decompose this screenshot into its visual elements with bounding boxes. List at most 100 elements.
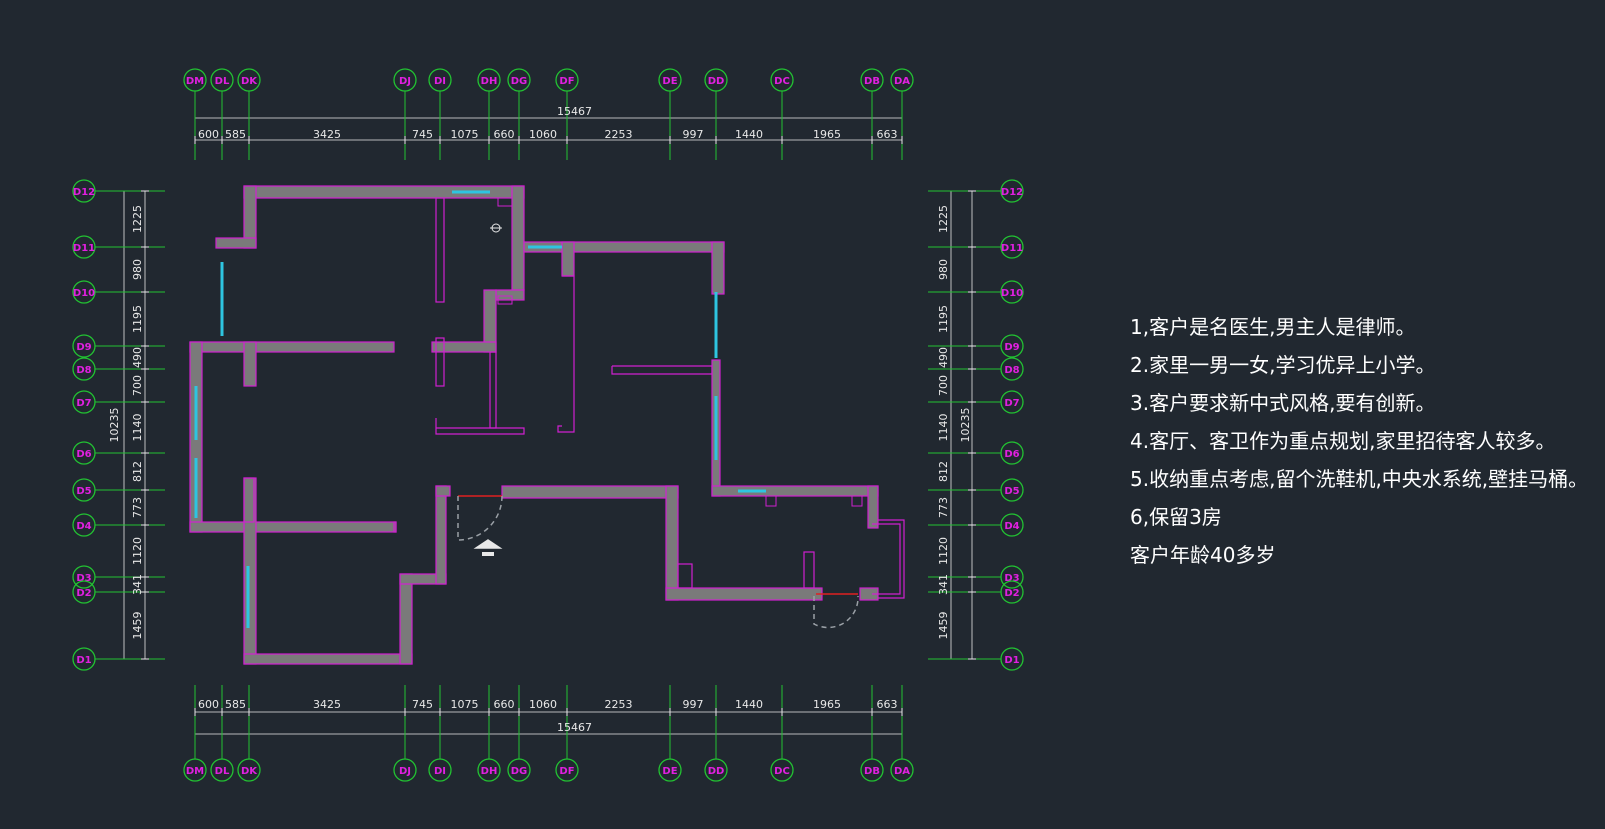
wall-segment bbox=[189, 521, 397, 533]
axis-bubble bbox=[72, 179, 96, 203]
dimension-value: 700 bbox=[937, 375, 950, 396]
axis-bubble bbox=[237, 758, 261, 782]
axis-label: DB bbox=[864, 766, 880, 777]
axis-bubble bbox=[860, 68, 884, 92]
dimension-value: 1120 bbox=[937, 537, 950, 565]
dimension-value: 1225 bbox=[131, 205, 144, 233]
axis-label: D5 bbox=[1004, 486, 1019, 497]
axis-bubble bbox=[72, 513, 96, 537]
axis-bubble bbox=[658, 758, 682, 782]
axis-label: D9 bbox=[1004, 342, 1019, 353]
axis-bubble bbox=[72, 280, 96, 304]
dimension-value: 1440 bbox=[735, 128, 763, 141]
dimension-value: 2253 bbox=[605, 128, 633, 141]
axis-label: D1 bbox=[76, 655, 91, 666]
note-line: 1,客户是名医生,男主人是律师。 bbox=[1130, 315, 1416, 339]
wall-segment bbox=[435, 485, 447, 585]
axis-label: DM bbox=[186, 766, 204, 777]
axis-label: DI bbox=[434, 76, 446, 87]
wall-segment bbox=[243, 653, 413, 665]
axis-label: DF bbox=[559, 76, 574, 87]
axis-label: DD bbox=[708, 766, 725, 777]
axis-bubble bbox=[72, 565, 96, 589]
wall-segment bbox=[501, 485, 679, 499]
dimension-value: 585 bbox=[225, 698, 246, 711]
wall-segment bbox=[189, 341, 395, 353]
dimension-value: 997 bbox=[683, 698, 704, 711]
dimension-value: 773 bbox=[937, 497, 950, 518]
axis-label: DG bbox=[511, 766, 528, 777]
axis-bubble bbox=[72, 647, 96, 671]
dimension-value: 1140 bbox=[131, 414, 144, 442]
design-notes: 1,客户是名医生,男主人是律师。 2.家里一男一女,学习优异上小学。 3.客户要… bbox=[1130, 308, 1588, 574]
axis-label: D12 bbox=[73, 187, 95, 198]
wall-segment bbox=[711, 485, 879, 497]
dimension-value: 490 bbox=[937, 347, 950, 368]
axis-bubble bbox=[555, 758, 579, 782]
dimension-total: 15467 bbox=[557, 105, 592, 118]
dimension-total: 10235 bbox=[108, 408, 121, 443]
dimension-value: 341 bbox=[131, 574, 144, 595]
axis-bubble bbox=[890, 68, 914, 92]
dimension-value: 1075 bbox=[451, 698, 479, 711]
left-axis-dimensions: D12D11D10D9D8D7D6D5D4D3D2D11225980119549… bbox=[72, 179, 165, 671]
dimension-value: 1225 bbox=[937, 205, 950, 233]
axis-label: D10 bbox=[73, 288, 95, 299]
axis-bubble bbox=[507, 758, 531, 782]
dimension-value: 1060 bbox=[529, 128, 557, 141]
axis-bubble bbox=[393, 758, 417, 782]
axis-label: DJ bbox=[399, 766, 411, 777]
axis-label: D11 bbox=[73, 243, 95, 254]
axis-bubble bbox=[1000, 357, 1024, 381]
partition-lines bbox=[243, 197, 905, 599]
wall-segment bbox=[867, 485, 879, 529]
note-line: 5.收纳重点考虑,留个洗鞋机,中央水系统,壁挂马桶。 bbox=[1130, 467, 1589, 491]
dimension-value: 1120 bbox=[131, 537, 144, 565]
axis-bubble bbox=[507, 68, 531, 92]
axis-label: D10 bbox=[1001, 288, 1023, 299]
dimension-value: 660 bbox=[494, 698, 515, 711]
axis-label: DE bbox=[662, 76, 677, 87]
axis-label: D6 bbox=[76, 449, 91, 460]
wall-segment bbox=[665, 587, 823, 601]
dimension-value: 745 bbox=[412, 128, 433, 141]
wall-segment bbox=[215, 237, 257, 249]
note-line: 4.客厅、客卫作为重点规划,家里招待客人较多。 bbox=[1130, 429, 1556, 453]
dimension-value: 2253 bbox=[605, 698, 633, 711]
axis-bubble bbox=[1000, 565, 1024, 589]
dimension-value: 3425 bbox=[313, 128, 341, 141]
axis-label: DJ bbox=[399, 76, 411, 87]
door-swing bbox=[813, 595, 859, 629]
dimension-value: 745 bbox=[412, 698, 433, 711]
axis-label: DA bbox=[894, 76, 910, 87]
dimension-value: 1195 bbox=[131, 305, 144, 333]
axis-label: DM bbox=[186, 76, 204, 87]
entrance-mark bbox=[482, 552, 494, 556]
doors bbox=[457, 495, 859, 629]
wall-segment bbox=[711, 241, 725, 295]
axis-bubble bbox=[860, 758, 884, 782]
dimension-value: 980 bbox=[131, 259, 144, 280]
dimension-value: 812 bbox=[937, 461, 950, 482]
axis-bubble bbox=[1000, 235, 1024, 259]
note-line: 6,保留3房 bbox=[1130, 505, 1222, 529]
axis-bubble bbox=[1000, 580, 1024, 604]
axis-label: DK bbox=[241, 76, 258, 87]
axis-bubble bbox=[890, 758, 914, 782]
dimension-value: 600 bbox=[198, 128, 219, 141]
dimension-value: 663 bbox=[877, 698, 898, 711]
wall-segment bbox=[511, 185, 525, 291]
dimension-total: 15467 bbox=[557, 721, 592, 734]
axis-bubble bbox=[704, 68, 728, 92]
axis-bubble bbox=[183, 68, 207, 92]
axis-bubble bbox=[1000, 179, 1024, 203]
axis-bubble bbox=[237, 68, 261, 92]
dimension-value: 1140 bbox=[937, 414, 950, 442]
wall-segment bbox=[665, 485, 679, 601]
axis-label: D3 bbox=[1004, 573, 1019, 584]
axis-label: D11 bbox=[1001, 243, 1023, 254]
wall-segment bbox=[495, 289, 525, 301]
